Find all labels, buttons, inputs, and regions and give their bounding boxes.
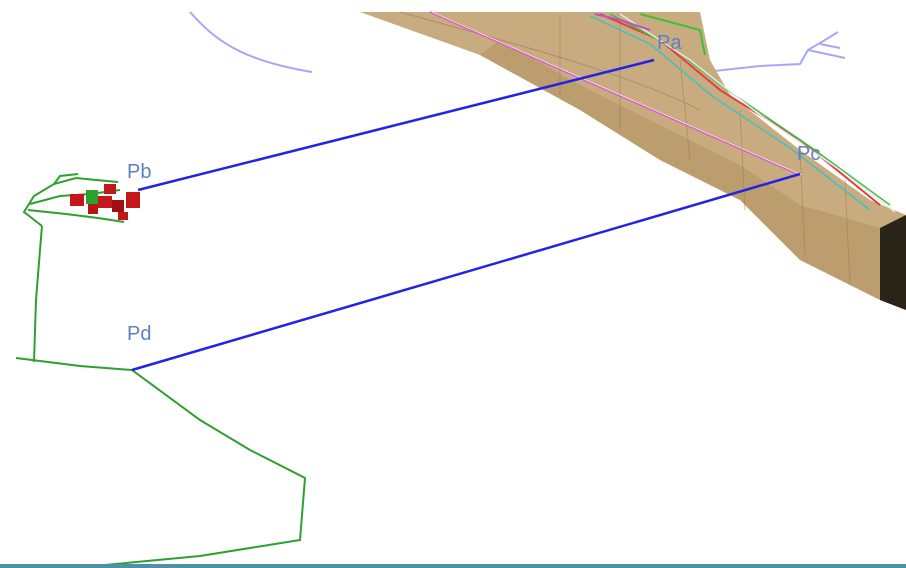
building-cluster	[70, 184, 140, 220]
point-label-pc: Pc	[797, 143, 821, 165]
point-label-pd: Pd	[127, 323, 152, 345]
connector-pd-pc	[131, 172, 801, 372]
bottom-border	[0, 564, 906, 568]
point-label-pa: Pa	[657, 32, 682, 54]
point-label-pb: Pb	[127, 161, 152, 183]
terrain-ridge	[360, 11, 906, 310]
tunnel-network	[15, 173, 307, 566]
river-line-right	[704, 31, 846, 73]
connector-pb-pa	[137, 58, 655, 192]
river-line-left	[189, 11, 313, 73]
